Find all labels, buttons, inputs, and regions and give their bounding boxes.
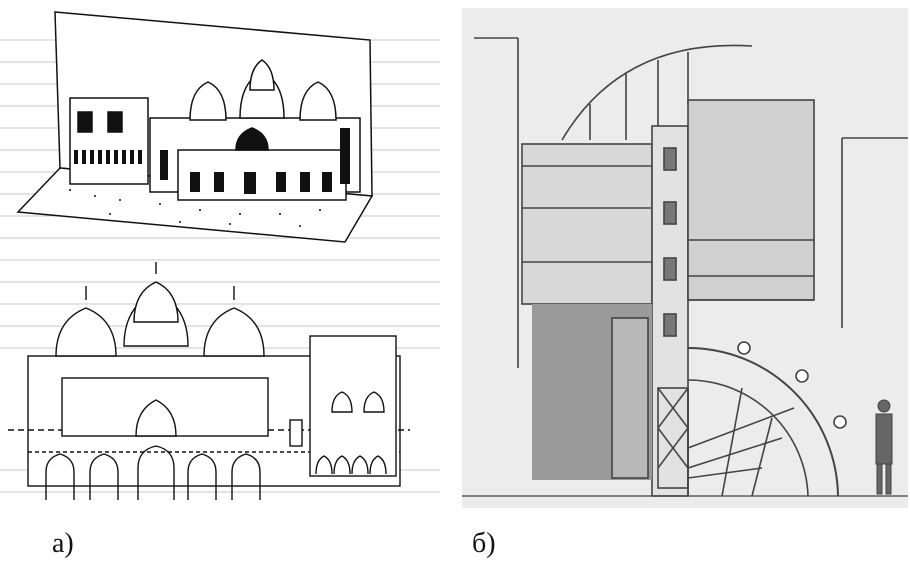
caption-b: б) — [472, 528, 496, 559]
panel-b-pencil-sketch — [462, 8, 908, 508]
building-outline — [462, 37, 908, 497]
popup-card-drawing — [0, 11, 440, 500]
caption-a: а) — [52, 528, 74, 559]
pencil-elevation-drawing — [462, 8, 908, 508]
popup-card-3d — [16, 11, 374, 243]
popup-flat-template — [8, 262, 410, 500]
human-figure — [875, 399, 893, 495]
panel-a-popup-card-illustration — [0, 0, 440, 510]
